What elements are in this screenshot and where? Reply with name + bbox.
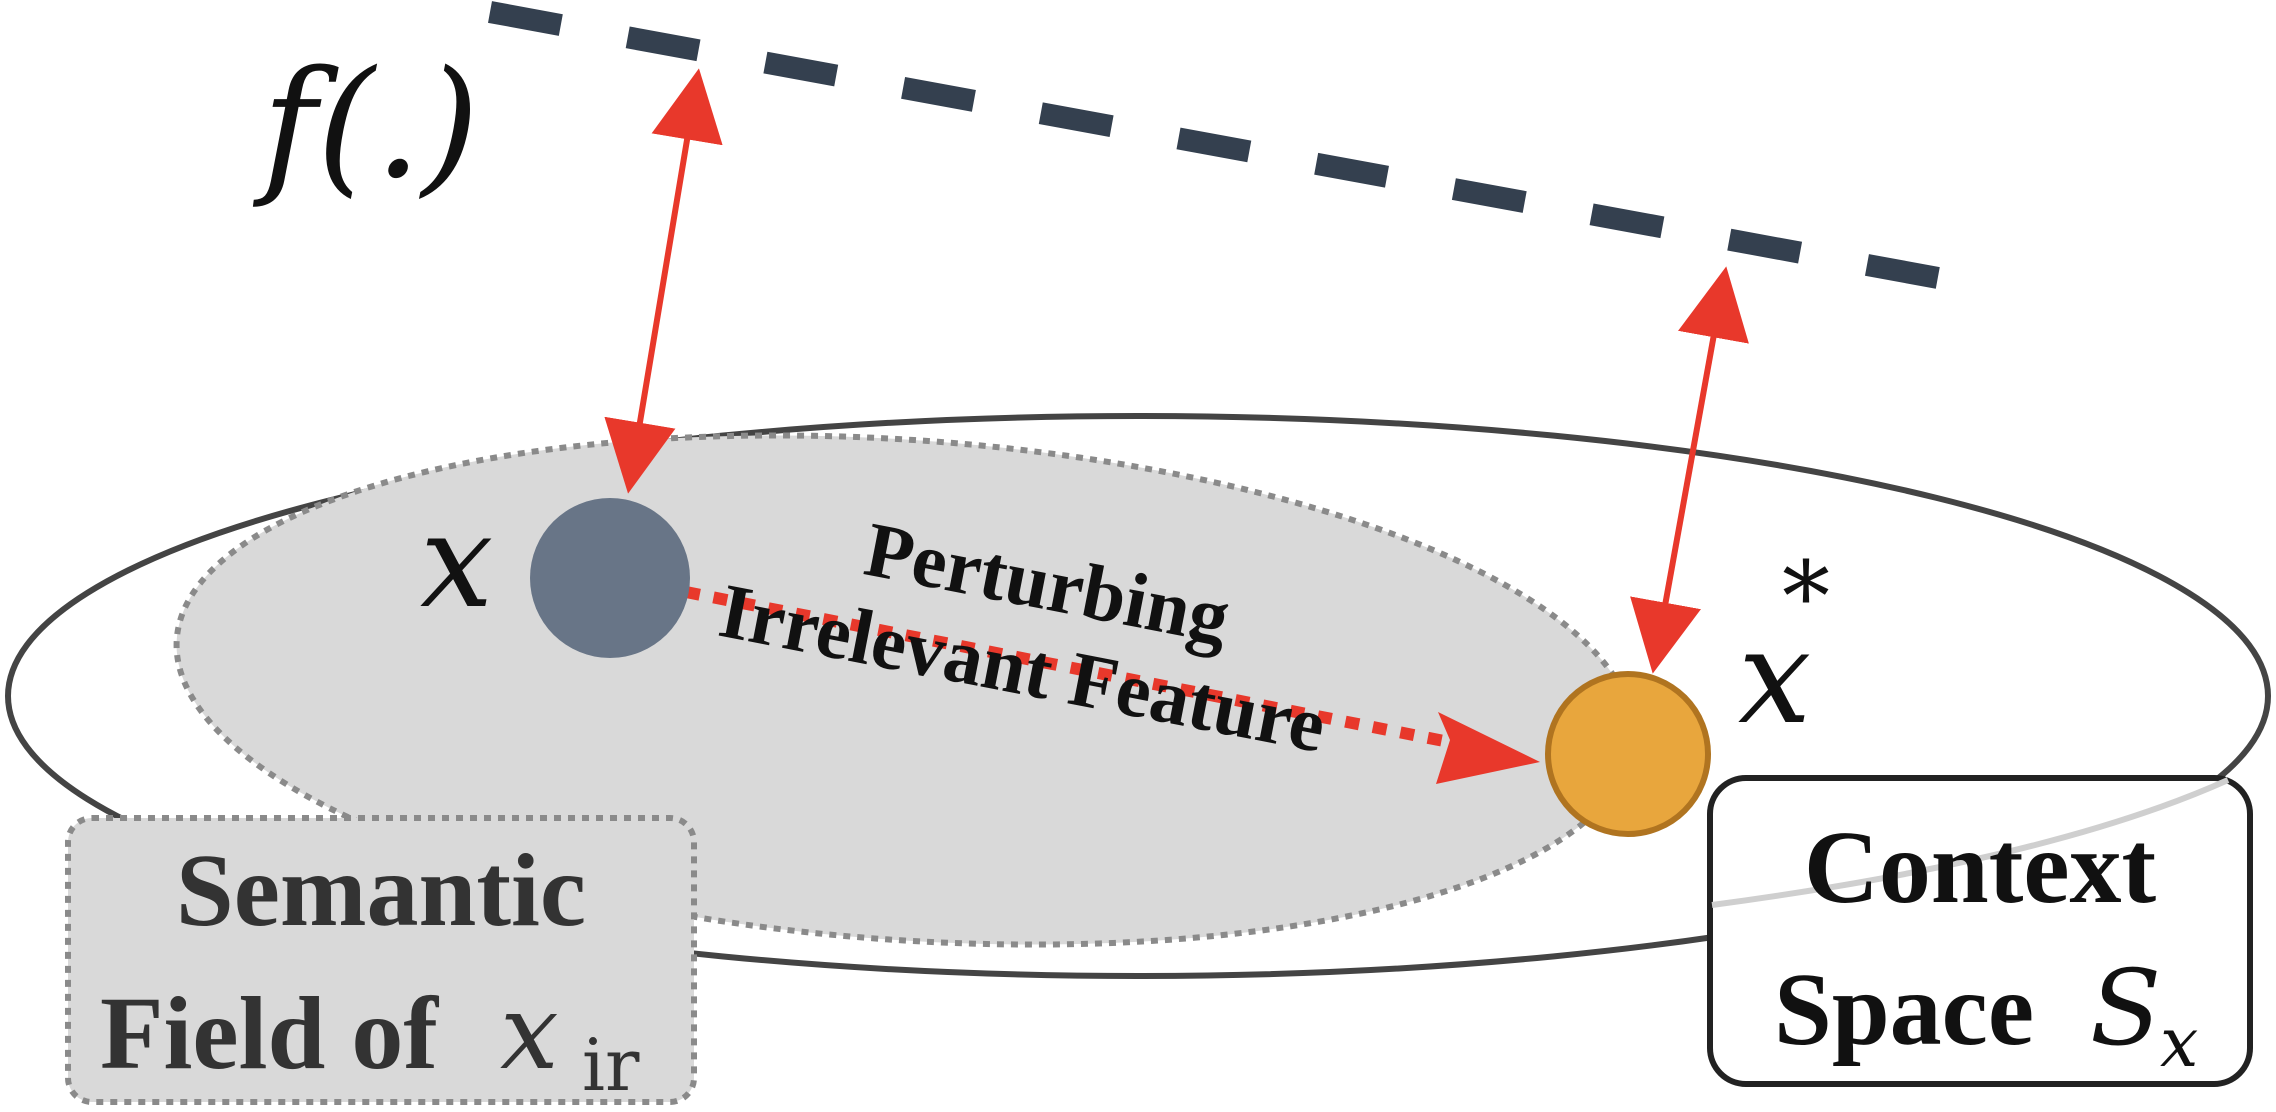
- semantic-box-line2: Field of: [100, 976, 439, 1091]
- context-space-box: [1707, 775, 2253, 1087]
- semantic-box-symbol: x: [500, 971, 559, 1093]
- distance-arrow-x: [604, 68, 723, 494]
- function-boundary-line: [488, 1, 1962, 293]
- context-box-line1: Context: [1804, 810, 2157, 925]
- context-space-ellipse: [5, 413, 2271, 979]
- context-box-subscript: x: [2160, 1004, 2198, 1083]
- point-x-label: x: [420, 485, 493, 637]
- point-xstar-label: x: [1738, 601, 1811, 753]
- point-xstar-superscript: *: [1782, 541, 1830, 653]
- perturbation-arrow-head: [1436, 712, 1540, 784]
- function-label: f(.): [252, 39, 479, 211]
- semantic-field-box: [65, 815, 697, 1105]
- distance-arrow-xstar: [1630, 266, 1749, 674]
- semantic-box-subscript: ir: [582, 1023, 640, 1107]
- point-xstar: [1545, 671, 1711, 837]
- context-box-symbol: S: [2090, 947, 2161, 1069]
- context-ellipse-overlap: [1711, 777, 2230, 908]
- semantic-box-line1: Semantic: [176, 833, 586, 948]
- point-x: [530, 498, 690, 658]
- context-box-line2: Space: [1774, 952, 2034, 1067]
